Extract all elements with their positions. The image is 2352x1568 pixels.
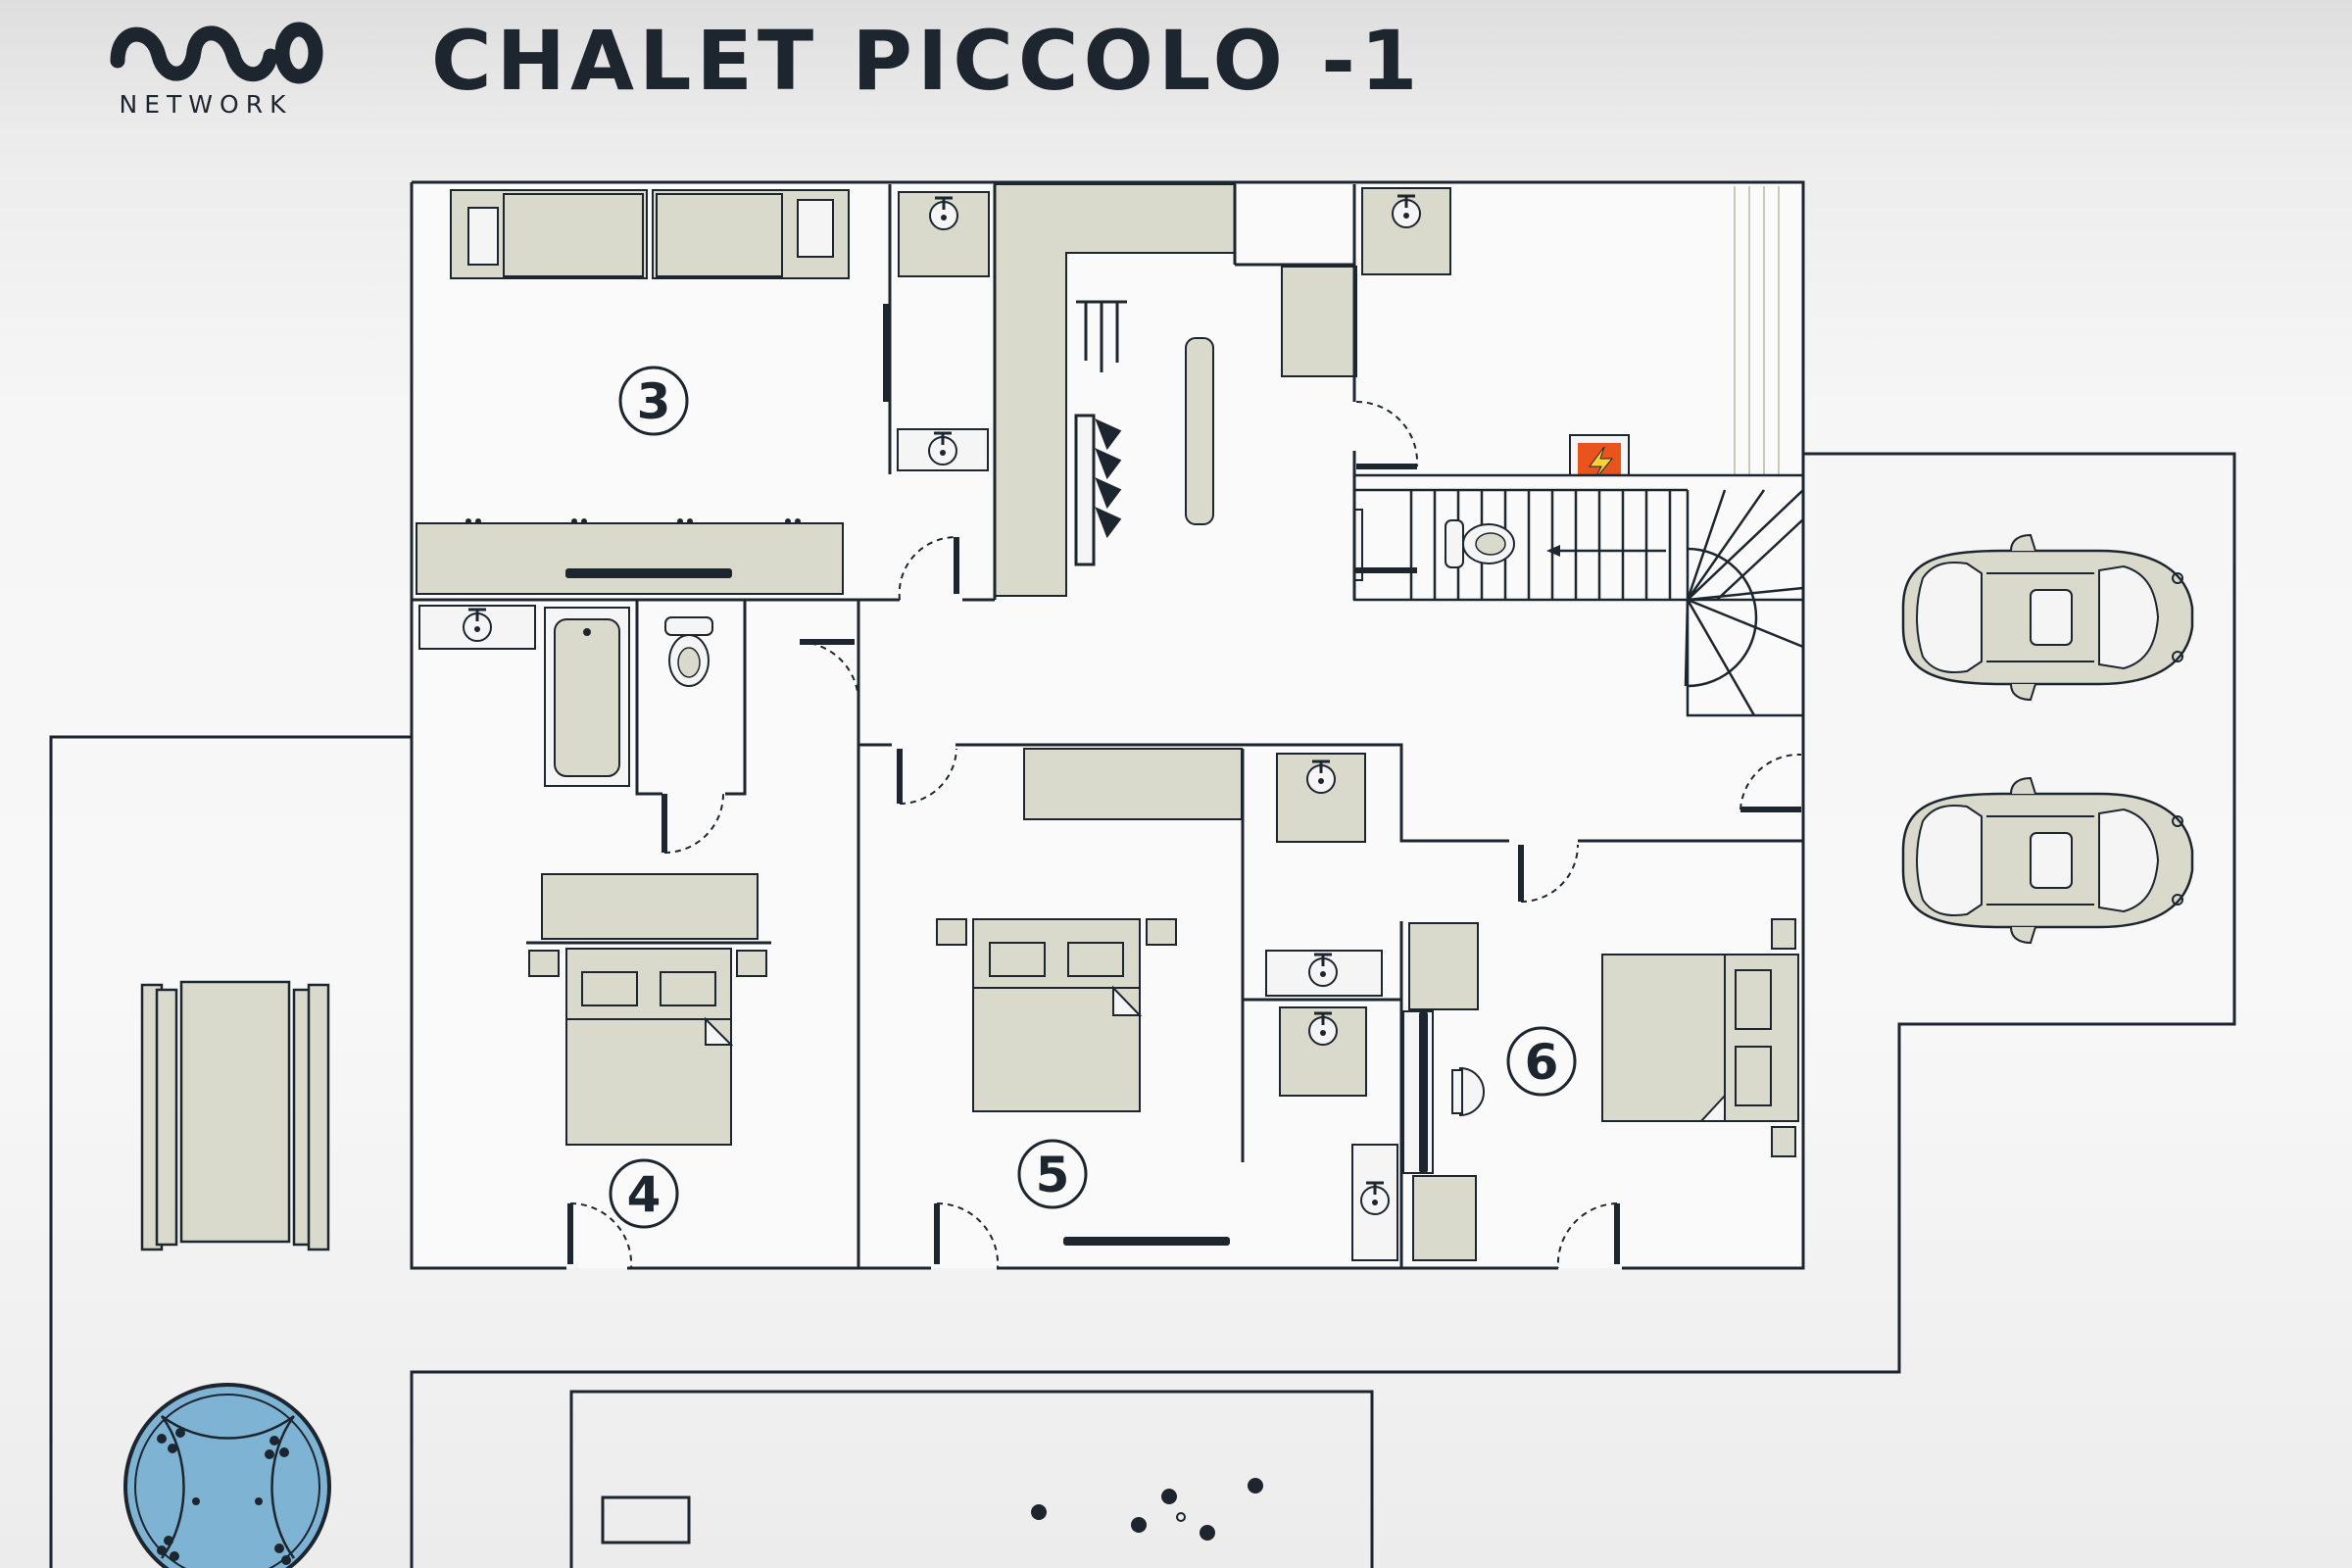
toilet-icon	[1445, 519, 1515, 568]
ski-rack-icon	[1074, 300, 1127, 566]
hot-tub-icon	[123, 1383, 331, 1568]
page-title: CHALET PICCOLO -1	[431, 13, 1423, 109]
network-logo	[98, 12, 323, 129]
room-label-3: 3	[618, 366, 689, 436]
tv-icon	[1419, 1011, 1428, 1173]
bed-icon	[936, 918, 1177, 1112]
toilet-icon	[664, 616, 713, 687]
room-label-6: 6	[1506, 1026, 1577, 1097]
bathtub-icon	[544, 607, 630, 787]
car-icon	[1901, 533, 2194, 702]
logo-text: NETWORK	[119, 90, 293, 119]
sofa-icon	[450, 189, 850, 279]
bed-icon	[528, 948, 767, 1146]
svg-text:4: 4	[627, 1166, 662, 1223]
bed-icon	[1601, 918, 1799, 1157]
room-label-4: 4	[609, 1158, 679, 1229]
tv-icon	[1063, 1237, 1230, 1246]
svg-text:6: 6	[1525, 1034, 1559, 1091]
sun-lounger-icon	[140, 980, 330, 1251]
svg-text:3: 3	[637, 373, 671, 430]
svg-text:5: 5	[1036, 1147, 1070, 1203]
room-label-5: 5	[1017, 1139, 1088, 1209]
car-icon	[1901, 776, 2194, 945]
